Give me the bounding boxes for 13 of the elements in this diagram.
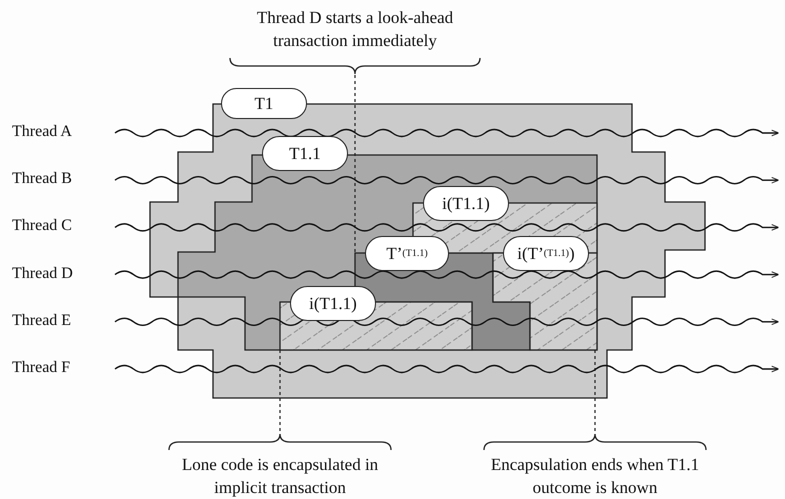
transaction-label: T1.1: [262, 136, 348, 171]
thread-label: Thread A: [12, 123, 72, 141]
transaction-label: T1: [221, 88, 307, 119]
transaction-label: i(T1.1): [290, 286, 376, 321]
transaction-label: i(T1.1): [423, 186, 509, 221]
thread-label: Thread E: [12, 312, 72, 330]
thread-label: Thread F: [12, 359, 70, 377]
thread-label: Thread B: [12, 170, 72, 188]
annotation-text: Lone code is encapsulated in implicit transaction: [180, 454, 380, 499]
thread-label: Thread C: [12, 217, 72, 236]
annotation-text: Encapsulation ends when T1.1 outcome is known: [490, 454, 700, 499]
thread-label: Thread D: [12, 264, 73, 283]
annotation-text: Thread D starts a look-ahead transaction immediately: [256, 7, 454, 52]
